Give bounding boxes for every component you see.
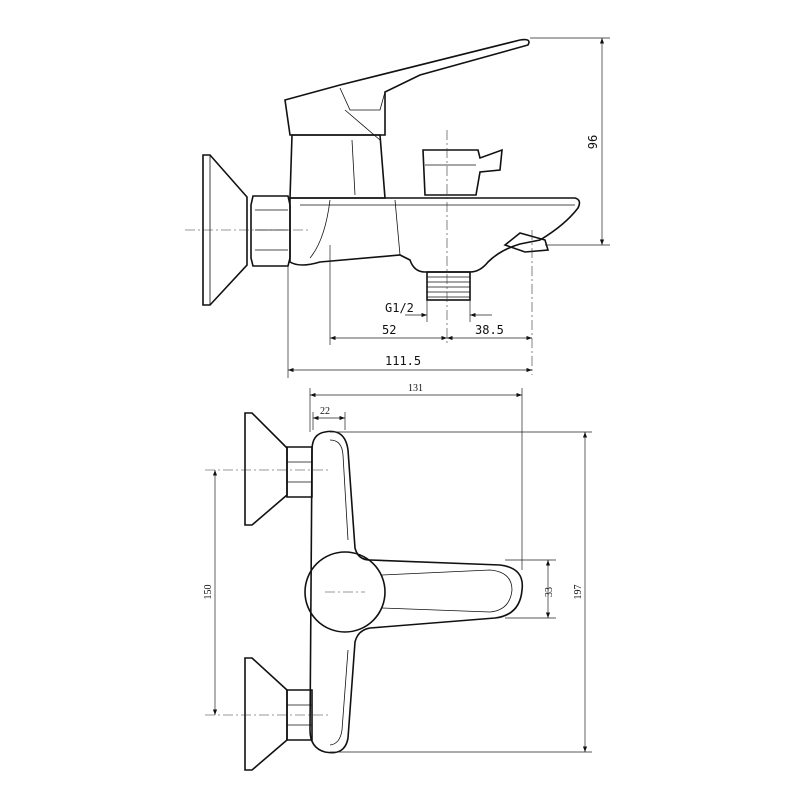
lever-height-dimension: 33 [544, 587, 555, 597]
top-wall-flange [244, 412, 313, 526]
left-offset-dimension: 52 [382, 323, 396, 337]
inlet-spacing-dimension: 150 [203, 585, 214, 600]
total-height-dimension: 197 [573, 585, 584, 600]
faucet-body-front [304, 430, 524, 754]
bottom-wall-flange [244, 657, 313, 771]
lever-handle [284, 38, 530, 141]
total-reach-dimension: 111.5 [385, 354, 421, 368]
faucet-body [289, 197, 581, 273]
handle-column [289, 134, 386, 199]
side-view: 96 G1/2 52 38.5 111.5 [185, 37, 610, 378]
right-offset-dimension: 38.5 [475, 323, 504, 337]
front-view: 131 22 150 33 197 [203, 383, 592, 771]
diverter-knob [422, 148, 503, 196]
outlet-thread [426, 271, 471, 301]
height-dimension: 96 [586, 135, 600, 149]
connection-nut [250, 195, 291, 267]
thread-dimension: G1/2 [385, 301, 414, 315]
width-dimension: 131 [408, 383, 423, 394]
body-offset-dimension: 22 [320, 406, 330, 417]
